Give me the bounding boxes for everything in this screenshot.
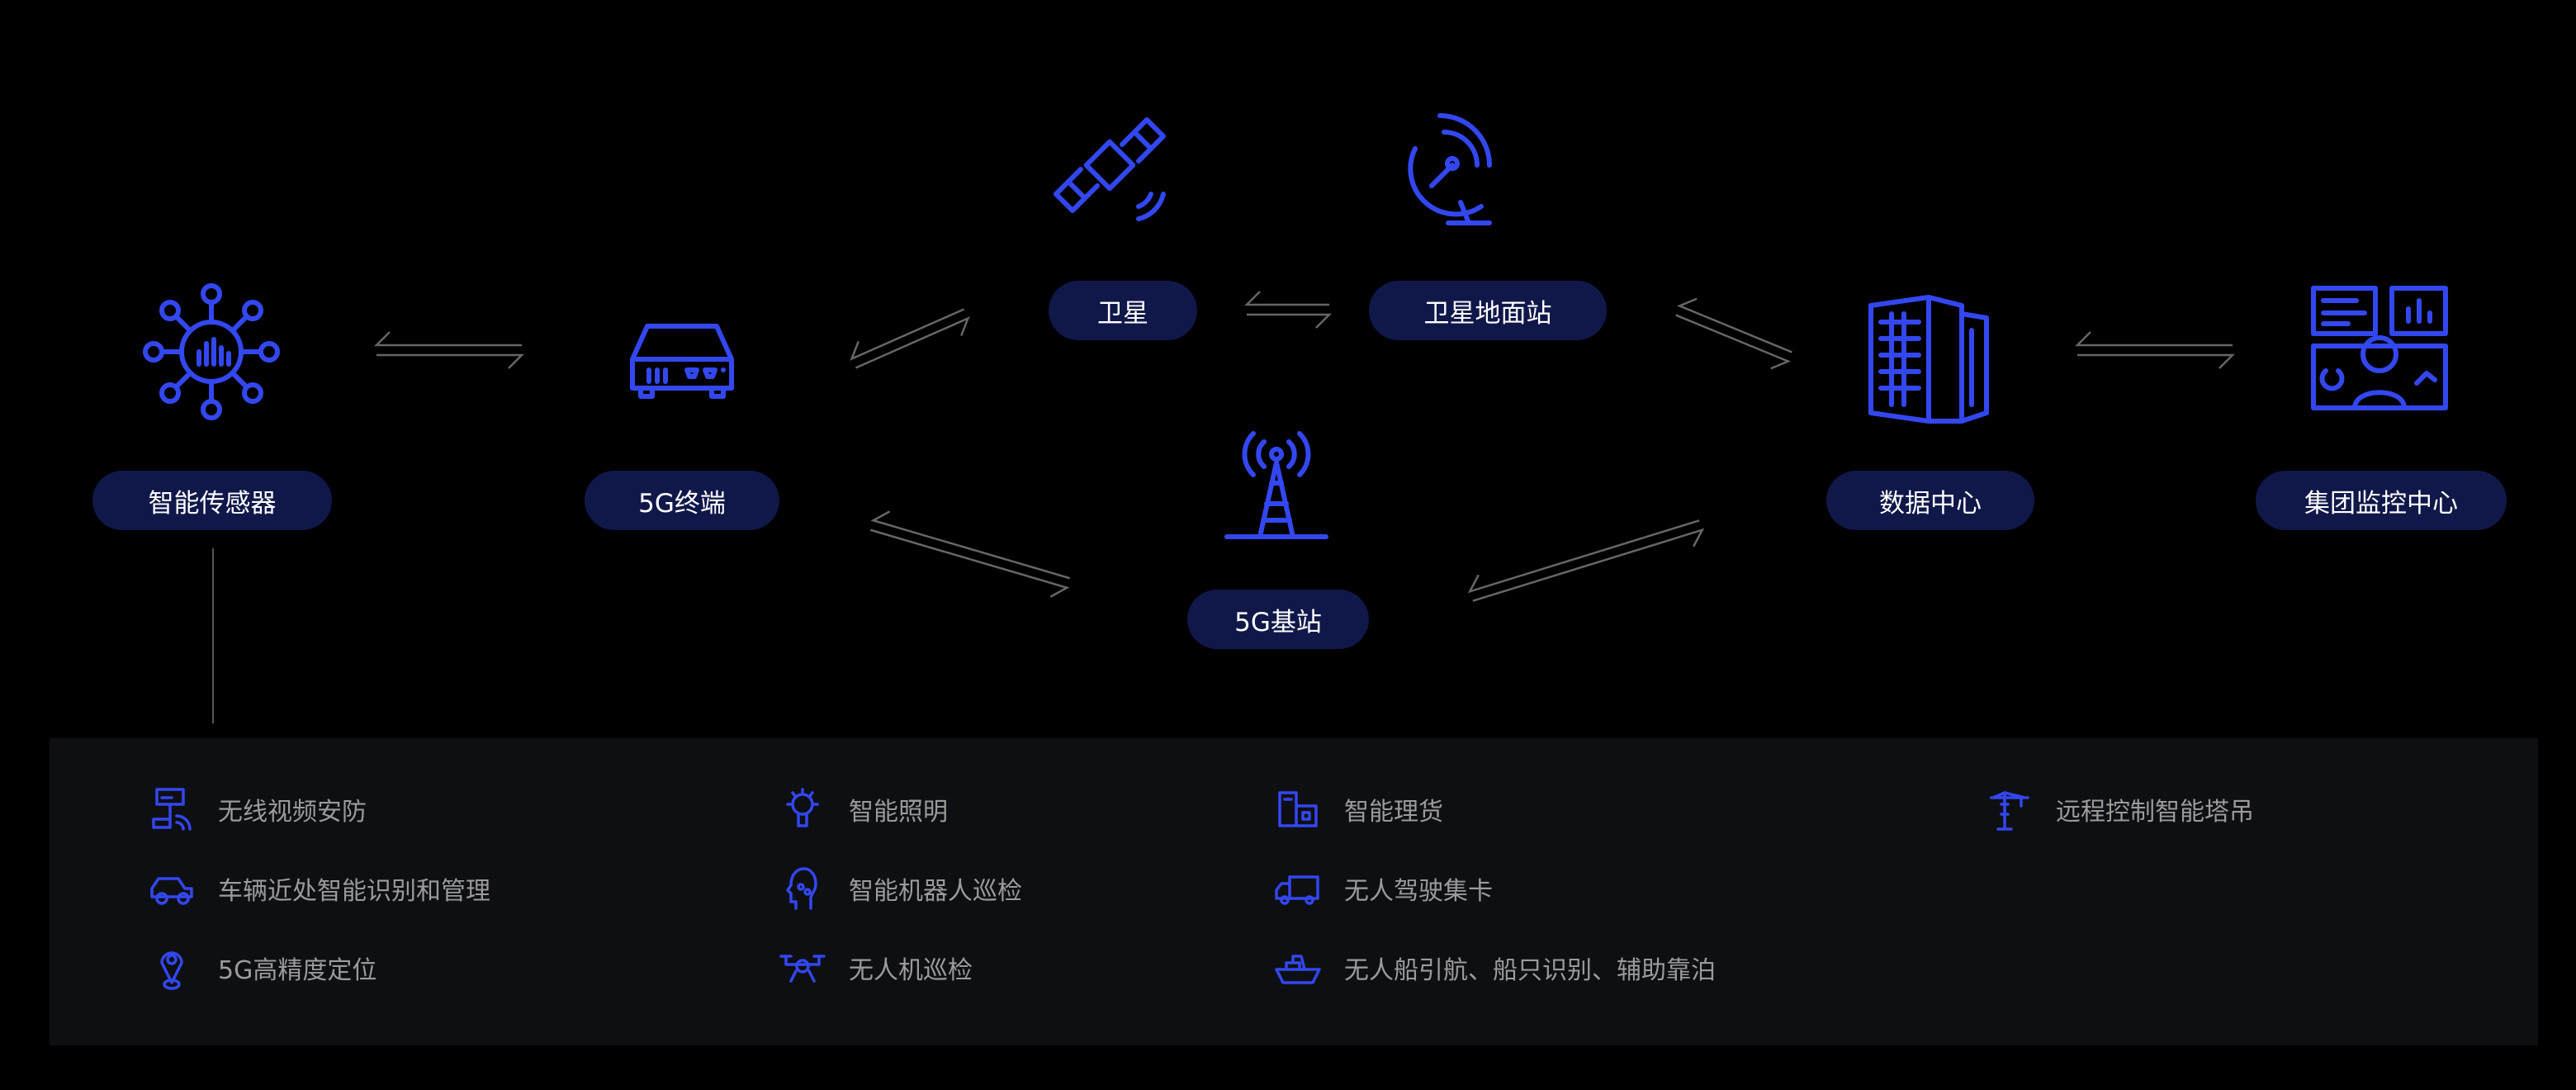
node-ground-station: 卫星地面站 [1369,281,1607,340]
connector-line [212,548,214,723]
app-item: 远程控制智能塔吊 [1978,784,2254,834]
arrow-basestation-datacenter [1467,519,1705,602]
truck-icon [1267,864,1329,913]
app-label: 无人驾驶集卡 [1344,877,1493,906]
app-item: 智能机器人巡检 [771,864,1022,913]
satellite-icon [1035,91,1184,239]
app-label: 无线视频安防 [218,798,367,827]
arrow-terminal-satellite [850,308,970,369]
router-icon [608,281,756,429]
monitoring-dashboard-icon [2305,276,2454,424]
satellite-dish-icon [1382,99,1531,248]
location-pin-icon [140,943,203,993]
app-label: 车辆近处智能识别和管理 [218,877,490,906]
app-item: 无人机巡检 [771,943,973,993]
app-item: 智能照明 [771,784,948,834]
arrow-ground-datacenter [1675,297,1792,370]
arrow-datacenter-monitor [2074,331,2236,369]
node-5g-base-station: 5G基站 [1187,590,1369,649]
applications-panel: 无线视频安防 车辆近处智能识别和管理 5G高精度定位 智能照明 智能机器人巡检 … [50,738,2538,1045]
app-label: 远程控制智能塔吊 [2056,798,2254,827]
cctv-camera-icon [140,784,203,834]
app-item: 智能理货 [1267,784,1443,834]
node-satellite: 卫星 [1049,281,1197,340]
node-sensor: 智能传感器 [92,471,332,530]
app-item: 无人船引航、船只识别、辅助靠泊 [1267,943,1716,993]
tower-crane-icon [1978,784,2041,834]
app-item: 5G高精度定位 [140,943,376,993]
light-bulb-icon [771,784,834,834]
drone-icon [771,943,834,993]
car-icon [140,864,203,913]
ship-icon [1267,943,1329,993]
data-center-icon [1854,281,2003,429]
app-label: 智能理货 [1344,798,1443,827]
warehouse-icon [1267,784,1329,834]
app-label: 智能机器人巡检 [849,877,1022,906]
app-label: 无人机巡检 [849,956,973,985]
app-label: 5G高精度定位 [218,956,377,985]
cell-tower-icon [1202,413,1351,562]
app-item: 车辆近处智能识别和管理 [140,864,490,913]
app-label: 无人船引航、船只识别、辅助靠泊 [1344,956,1716,985]
app-item: 无人驾驶集卡 [1267,864,1493,913]
node-data-center: 数据中心 [1826,471,2034,530]
robot-head-icon [771,864,834,913]
app-label: 智能照明 [849,798,948,827]
app-item: 无线视频安防 [140,784,367,834]
node-monitor-center: 集团监控中心 [2256,471,2507,530]
sensor-network-icon [137,277,286,426]
arrow-satellite-ground [1243,291,1333,329]
arrow-sensor-terminal [373,331,525,369]
arrow-terminal-basestation [869,510,1071,598]
node-5g-terminal: 5G终端 [585,471,779,530]
